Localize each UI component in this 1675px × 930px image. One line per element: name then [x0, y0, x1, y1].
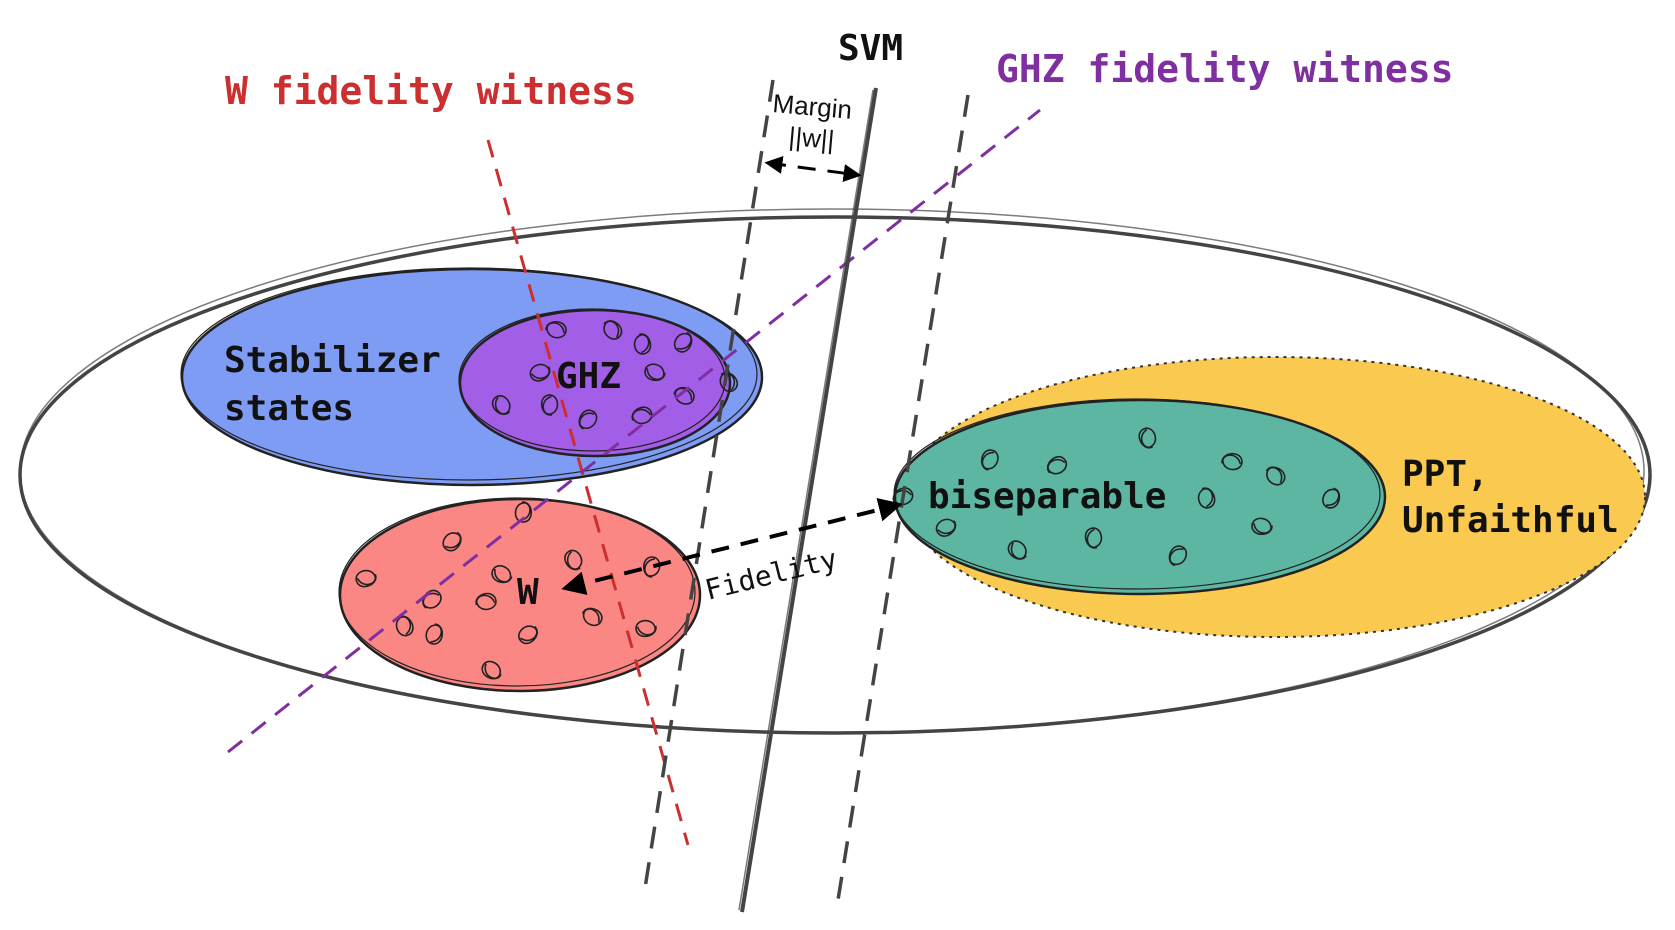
w-fidelity-witness-label: W fidelity witness [225, 69, 637, 113]
ghz-region [458, 308, 732, 458]
state-point [545, 320, 567, 339]
state-point [1265, 466, 1286, 486]
biseparable-region [893, 398, 1387, 596]
w-fidelity-witness-line [486, 139, 690, 846]
svm-margin-right [836, 94, 970, 901]
w-label: W [517, 572, 539, 613]
state-point [425, 623, 444, 645]
state-point [631, 406, 653, 425]
state-point [1322, 487, 1341, 509]
state-point [578, 409, 598, 430]
state-point [491, 395, 511, 415]
state-point [1007, 540, 1027, 560]
state-point [644, 363, 666, 382]
state-point [1138, 427, 1157, 449]
state-point [1251, 517, 1273, 536]
outer-state-space [18, 208, 1652, 735]
state-point [514, 501, 533, 523]
ppt-label-line2: Unfaithful [1402, 500, 1619, 541]
ghz-fidelity-witness-line [227, 108, 1041, 754]
state-point [475, 592, 497, 611]
stabilizer-label-line2: states [224, 388, 354, 429]
state-point [673, 331, 693, 353]
state-point [1197, 487, 1216, 509]
margin-label: Margin [771, 88, 853, 125]
state-point [719, 371, 739, 393]
margin-arrow [764, 155, 862, 183]
fidelity-arrow [561, 498, 903, 595]
ghz-label: GHZ [556, 356, 621, 397]
state-point [1221, 453, 1243, 471]
state-point [1046, 455, 1068, 475]
svm-margin-left [643, 79, 775, 889]
biseparable-label: biseparable [928, 476, 1166, 517]
svm-label: SVM [838, 28, 903, 69]
state-point [442, 531, 462, 552]
state-point [518, 625, 538, 645]
ghz-fidelity-witness-label: GHZ fidelity witness [996, 47, 1454, 91]
fidelity-label: Fidelity [702, 542, 841, 607]
state-point [635, 619, 657, 638]
state-point [603, 320, 623, 340]
state-point [980, 449, 999, 471]
margin-norm-label: ||w|| [787, 121, 835, 155]
stabilizer-label-line1: Stabilizer [224, 340, 441, 381]
state-point [491, 565, 513, 584]
state-point [1168, 545, 1188, 567]
state-point [540, 394, 559, 416]
state-point [395, 615, 414, 637]
state-point [355, 569, 377, 588]
ppt-label-line1: PPT, [1402, 454, 1489, 495]
state-point [935, 518, 957, 537]
state-point [1084, 527, 1103, 549]
state-point [633, 333, 652, 355]
state-point [481, 660, 502, 680]
state-point [529, 363, 551, 382]
state-point [581, 607, 603, 627]
state-point [892, 487, 914, 506]
